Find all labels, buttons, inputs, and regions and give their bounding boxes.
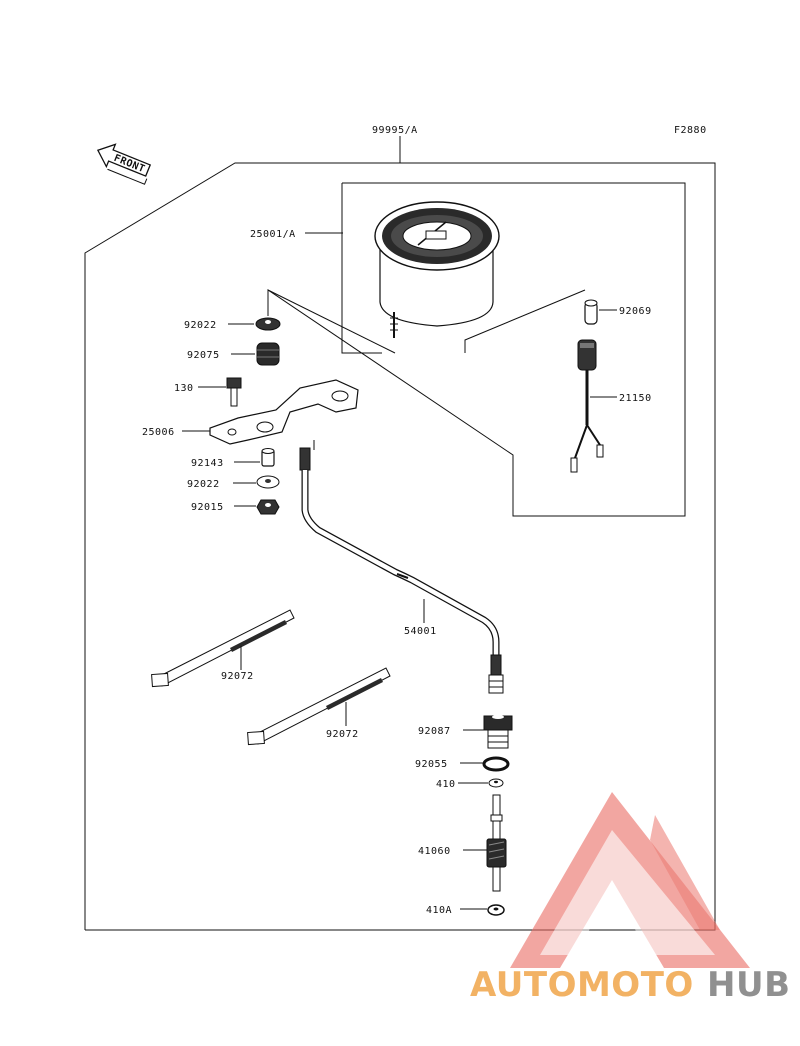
figure-code: F2880 xyxy=(674,125,707,136)
rubber-washer-bottom-part xyxy=(256,475,280,489)
washer-a-part xyxy=(487,904,505,916)
watermark-text-part2: HUB xyxy=(707,965,790,1005)
rubber-washer-top-part xyxy=(255,317,281,331)
bulb-part xyxy=(584,299,598,325)
label-damper: 92075 xyxy=(187,350,220,361)
label-bushing: 92087 xyxy=(418,726,451,737)
watermark-logo: AUTOMOTO HUB xyxy=(470,792,790,1005)
label-meter: 25001/A xyxy=(250,229,296,240)
front-arrow-icon: FRONT xyxy=(96,143,152,185)
label-assembly: 99995/A xyxy=(372,125,418,136)
band-2-part xyxy=(247,667,391,746)
label-rubber-washer-bottom: 92022 xyxy=(187,479,220,490)
nut-part xyxy=(256,499,280,515)
label-nut: 92015 xyxy=(191,502,224,513)
label-washer-a: 410A xyxy=(426,905,452,916)
label-collar: 92143 xyxy=(191,458,224,469)
collar-part xyxy=(261,448,275,467)
meter-assembly xyxy=(374,201,500,338)
label-socket: 21150 xyxy=(619,393,652,404)
label-gear: 41060 xyxy=(418,846,451,857)
band-1-part xyxy=(151,609,295,688)
bushing-part xyxy=(483,715,513,749)
label-bracket: 25006 xyxy=(142,427,175,438)
label-washer: 410 xyxy=(436,779,456,790)
washer-part xyxy=(488,778,504,788)
label-bulb: 92069 xyxy=(619,306,652,317)
label-band-1: 92072 xyxy=(221,671,254,682)
label-band-2: 92072 xyxy=(326,729,359,740)
assembly-frame xyxy=(84,162,716,931)
label-bolt: 130 xyxy=(174,383,194,394)
label-cable: 54001 xyxy=(404,626,437,637)
label-oring: 92055 xyxy=(415,759,448,770)
bolt-part xyxy=(226,377,242,407)
damper-part xyxy=(256,342,280,366)
cable-part xyxy=(299,440,504,694)
bracket-part xyxy=(209,379,359,445)
gear-part xyxy=(486,794,507,892)
socket-harness-part xyxy=(570,339,604,473)
watermark-text-part1: AUTOMOTO xyxy=(470,965,694,1005)
oring-part xyxy=(482,756,510,772)
label-rubber-washer-top: 92022 xyxy=(184,320,217,331)
